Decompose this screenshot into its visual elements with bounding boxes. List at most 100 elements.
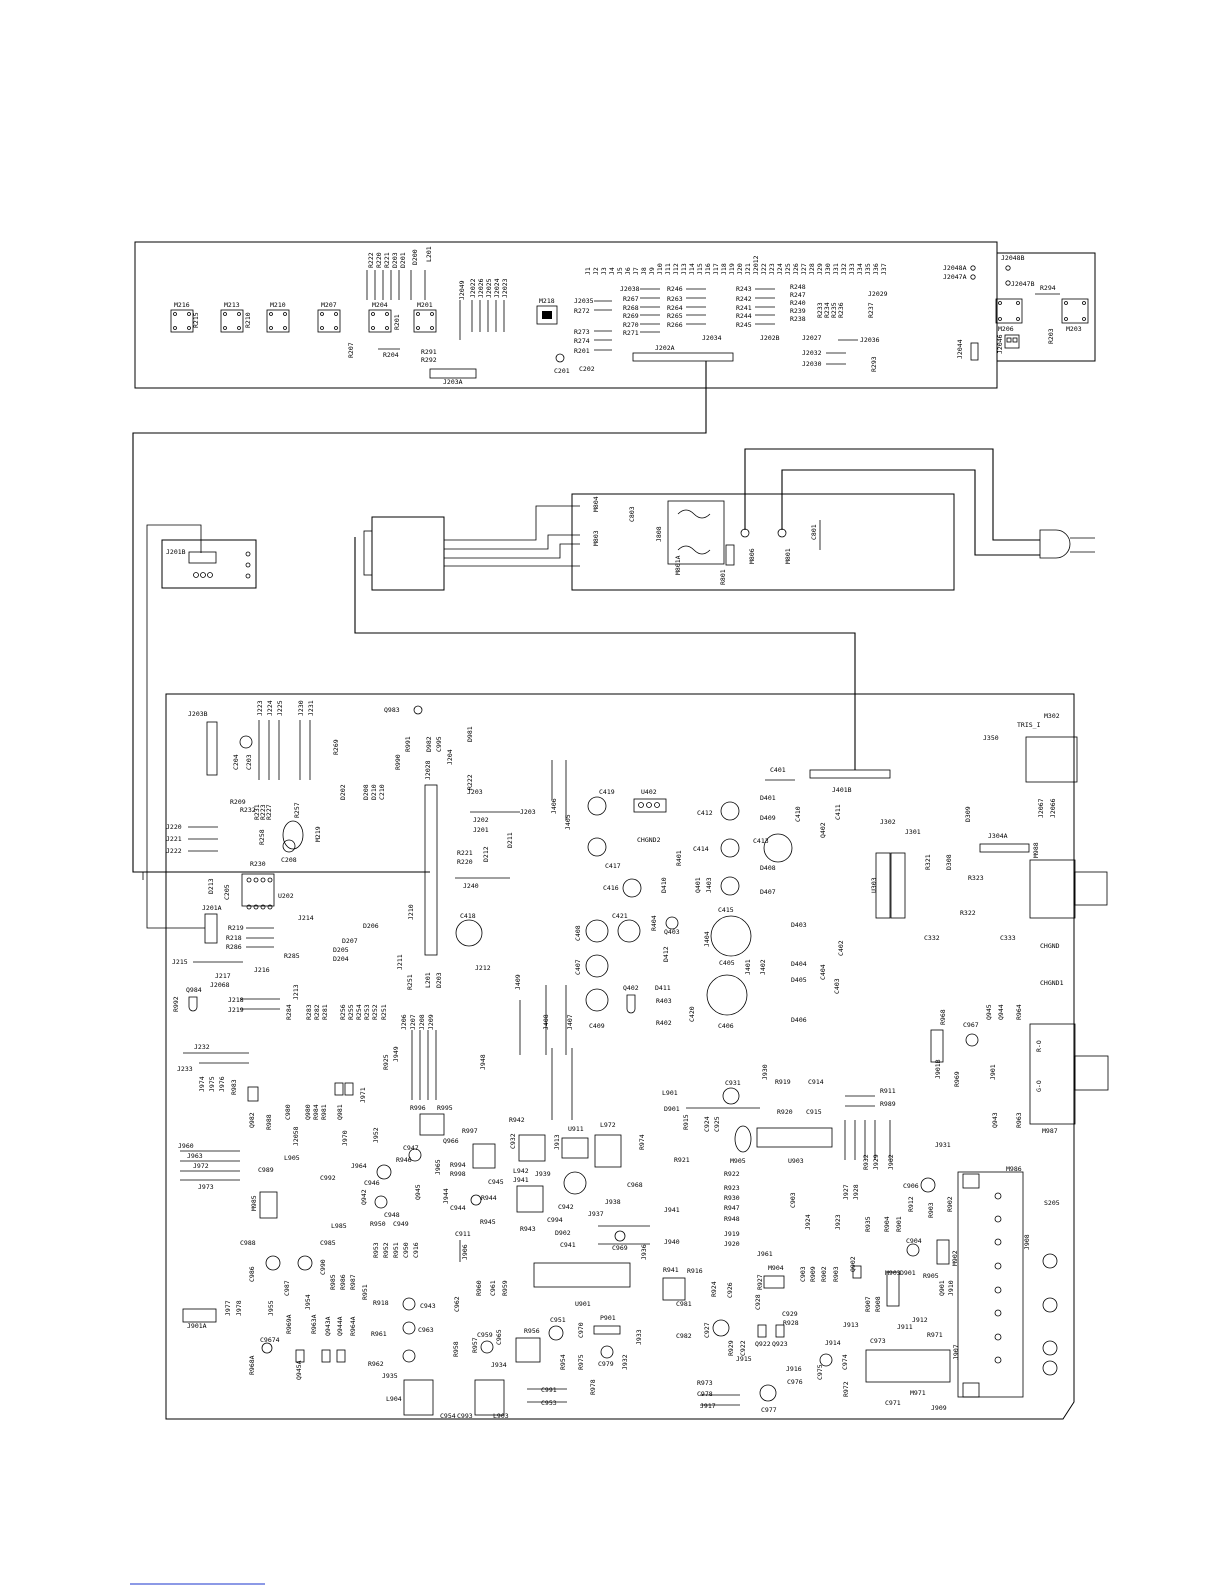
svg-text:R963A: R963A — [310, 1314, 318, 1334]
svg-text:C993: C993 — [457, 1412, 473, 1420]
svg-text:J940: J940 — [664, 1238, 680, 1246]
svg-text:J975: J975 — [208, 1076, 216, 1092]
svg-text:M801: M801 — [784, 548, 792, 564]
svg-text:C401: C401 — [770, 766, 786, 774]
small-board: J201B — [161, 539, 257, 589]
svg-text:J919: J919 — [724, 1230, 740, 1238]
svg-text:R994: R994 — [450, 1161, 466, 1169]
svg-text:J2036: J2036 — [860, 336, 880, 344]
svg-text:C416: C416 — [603, 884, 619, 892]
svg-text:R403: R403 — [656, 997, 672, 1005]
svg-text:R918: R918 — [373, 1299, 389, 1307]
svg-text:R932: R932 — [862, 1154, 870, 1170]
svg-text:Q902: Q902 — [849, 1256, 857, 1272]
svg-text:R987: R987 — [349, 1274, 357, 1290]
svg-text:R235: R235 — [830, 302, 838, 318]
svg-text:R237: R237 — [867, 302, 875, 318]
svg-text:M903: M903 — [885, 1269, 901, 1277]
svg-text:C903: C903 — [789, 1192, 797, 1208]
svg-text:R927: R927 — [756, 1274, 764, 1290]
svg-text:C414: C414 — [693, 845, 709, 853]
svg-text:J33: J33 — [848, 263, 856, 275]
svg-text:J927: J927 — [842, 1184, 850, 1200]
svg-text:R959: R959 — [501, 1280, 509, 1296]
svg-text:D404: D404 — [791, 960, 807, 968]
svg-text:J404: J404 — [703, 931, 711, 947]
svg-text:J406: J406 — [550, 798, 558, 814]
svg-text:J906: J906 — [461, 1244, 469, 1260]
svg-text:U911: U911 — [568, 1125, 584, 1133]
svg-text:J952: J952 — [372, 1127, 380, 1143]
svg-text:L904: L904 — [386, 1395, 402, 1403]
svg-text:C927: C927 — [703, 1322, 711, 1338]
svg-text:C911: C911 — [455, 1230, 471, 1238]
svg-text:C409: C409 — [589, 1022, 605, 1030]
svg-text:R901: R901 — [895, 1216, 903, 1232]
svg-text:C929: C929 — [782, 1310, 798, 1318]
svg-text:R227: R227 — [265, 804, 273, 820]
svg-text:C995: C995 — [435, 736, 443, 752]
svg-text:R252: R252 — [371, 1004, 379, 1020]
svg-text:Q943A: Q943A — [324, 1316, 332, 1336]
svg-text:J5: J5 — [616, 267, 624, 275]
svg-text:R232: R232 — [240, 806, 256, 814]
svg-text:R902: R902 — [820, 1266, 828, 1282]
svg-text:R247: R247 — [790, 291, 806, 299]
svg-text:R956: R956 — [524, 1327, 540, 1335]
svg-text:C931: C931 — [725, 1079, 741, 1087]
svg-text:R291: R291 — [421, 348, 437, 356]
svg-text:J221: J221 — [166, 835, 182, 843]
svg-text:R251: R251 — [406, 974, 414, 990]
svg-text:M201: M201 — [417, 301, 433, 309]
svg-text:J931: J931 — [935, 1141, 951, 1149]
svg-text:R928: R928 — [783, 1319, 799, 1327]
svg-text:R251: R251 — [380, 1004, 388, 1020]
svg-text:C942: C942 — [558, 1203, 574, 1211]
svg-text:C404: C404 — [819, 964, 827, 980]
svg-text:R903: R903 — [832, 1266, 840, 1282]
svg-text:J973: J973 — [198, 1183, 214, 1191]
svg-text:J936: J936 — [640, 1244, 648, 1260]
svg-text:J932: J932 — [621, 1354, 629, 1370]
svg-text:C971: C971 — [885, 1399, 901, 1407]
svg-text:R234: R234 — [823, 302, 831, 318]
svg-text:L901: L901 — [662, 1089, 678, 1097]
main-lower-left-section: J232 J233 J974 J975 J976 R983 Q982 R988 … — [177, 1043, 680, 1420]
svg-text:J941: J941 — [664, 1206, 680, 1214]
svg-text:J913: J913 — [843, 1321, 859, 1329]
svg-text:J9: J9 — [648, 267, 656, 275]
svg-text:R293: R293 — [870, 356, 878, 372]
svg-text:C925: C925 — [713, 1116, 721, 1132]
svg-text:J901: J901 — [989, 1064, 997, 1080]
svg-text:Q980: Q980 — [304, 1104, 312, 1120]
svg-text:C970: C970 — [577, 1322, 585, 1338]
svg-text:R904: R904 — [883, 1216, 891, 1232]
svg-text:M985: M985 — [250, 1195, 258, 1211]
svg-text:R239: R239 — [790, 307, 806, 315]
svg-text:R271: R271 — [623, 329, 639, 337]
svg-text:R912: R912 — [907, 1196, 915, 1212]
svg-text:C204: C204 — [232, 754, 240, 770]
svg-text:J206: J206 — [400, 1014, 408, 1030]
svg-text:TRIS_I: TRIS_I — [1017, 721, 1041, 729]
svg-text:C980: C980 — [284, 1104, 292, 1120]
svg-text:J203B: J203B — [188, 710, 208, 718]
svg-text:R238: R238 — [790, 315, 806, 323]
svg-text:J2: J2 — [592, 267, 600, 275]
svg-text:C406: C406 — [718, 1022, 734, 1030]
svg-text:R978: R978 — [589, 1379, 597, 1395]
svg-text:C402: C402 — [837, 940, 845, 956]
svg-text:R220: R220 — [375, 252, 383, 268]
svg-text:R988: R988 — [265, 1114, 273, 1130]
svg-text:J974: J974 — [198, 1076, 206, 1092]
svg-text:C420: C420 — [688, 1006, 696, 1022]
svg-text:J916: J916 — [786, 1365, 802, 1373]
svg-text:J1: J1 — [584, 267, 592, 275]
svg-text:R971: R971 — [927, 1331, 943, 1339]
svg-text:M219: M219 — [314, 826, 322, 842]
side-board-outline — [996, 252, 1096, 362]
svg-text:C950: C950 — [402, 1242, 410, 1258]
svg-text:C914: C914 — [808, 1078, 824, 1086]
svg-text:C903: C903 — [799, 1266, 807, 1282]
svg-text:J225: J225 — [276, 700, 284, 716]
